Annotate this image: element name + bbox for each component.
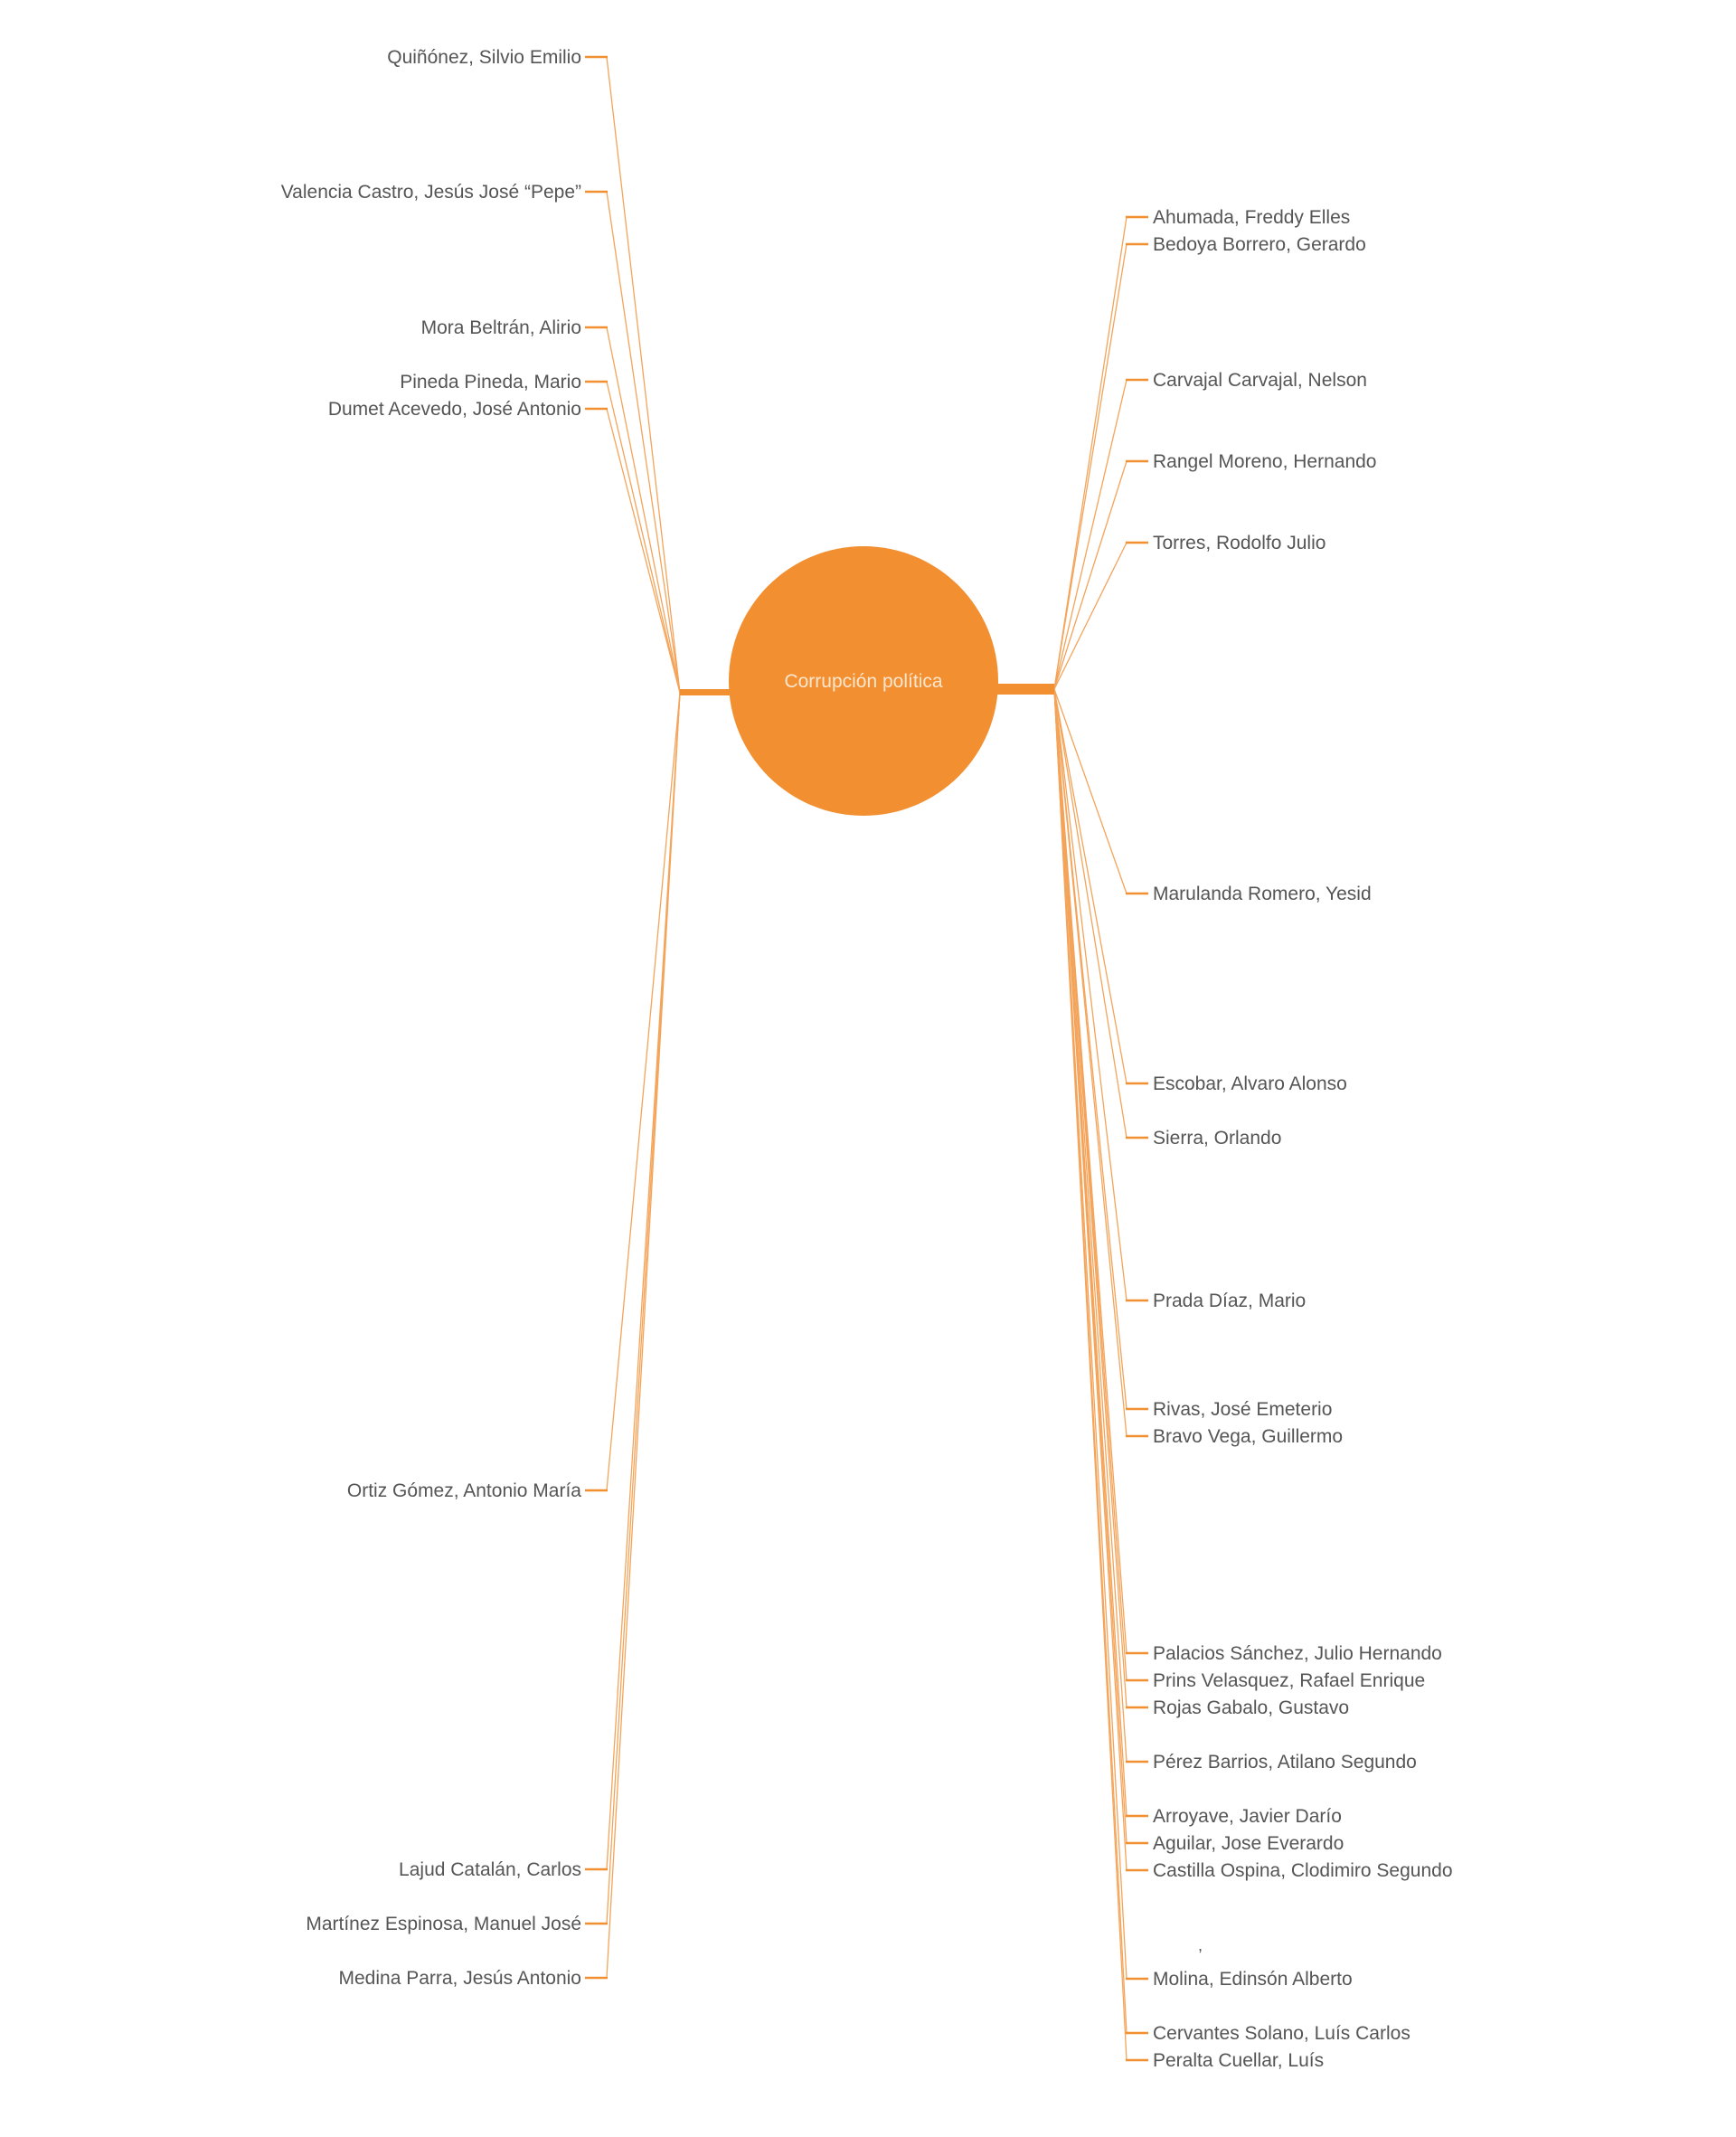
node-right-marulanda-romero-yesid[interactable]: Marulanda Romero, Yesid xyxy=(1153,884,1372,904)
connector-line xyxy=(1053,688,1127,894)
node-left-dumet-acevedo-jose-antonio[interactable]: Dumet Acevedo, José Antonio xyxy=(328,399,581,420)
node-right-prada-diaz-mario[interactable]: Prada Díaz, Mario xyxy=(1153,1291,1306,1311)
connector-line xyxy=(1053,688,1127,1871)
node-left-quinonez-silvio-emilio[interactable]: Quiñónez, Silvio Emilio xyxy=(387,47,581,68)
connector-line xyxy=(606,692,681,1979)
node-right-arroyave-javier-dario[interactable]: Arroyave, Javier Darío xyxy=(1153,1806,1342,1827)
node-right-aguilar-jose-everardo[interactable]: Aguilar, Jose Everardo xyxy=(1153,1833,1344,1854)
connector-line xyxy=(1053,688,1127,1708)
node-right-sierra-orlando[interactable]: Sierra, Orlando xyxy=(1153,1128,1281,1149)
node-right-perez-barrios-atilano-segundo[interactable]: Pérez Barrios, Atilano Segundo xyxy=(1153,1752,1417,1773)
node-right-cervantes-solano-luis-carlos[interactable]: Cervantes Solano, Luís Carlos xyxy=(1153,2023,1410,2044)
node-right-bedoya-borrero-gerardo[interactable]: Bedoya Borrero, Gerardo xyxy=(1153,234,1366,255)
node-right-rivas-jose-emeterio[interactable]: Rivas, José Emeterio xyxy=(1153,1399,1332,1420)
node-right-ahumada-freddy-elles[interactable]: Ahumada, Freddy Elles xyxy=(1153,207,1350,228)
connector-line xyxy=(1053,460,1127,690)
connector-line xyxy=(1053,688,1127,1437)
connector-line xyxy=(1053,216,1127,690)
connector-line xyxy=(1053,542,1127,690)
center-node-circle[interactable] xyxy=(729,546,998,816)
connector-line xyxy=(606,56,681,694)
node-right-torres-rodolfo-julio[interactable]: Torres, Rodolfo Julio xyxy=(1153,533,1326,553)
connector-line xyxy=(606,692,681,1491)
node-left-medina-parra-jesus-antonio[interactable]: Medina Parra, Jesús Antonio xyxy=(339,1968,582,1989)
left-trunk-bar xyxy=(680,689,734,695)
node-left-ortiz-gomez-antonio-maria[interactable]: Ortiz Gómez, Antonio María xyxy=(347,1480,581,1501)
connector-line xyxy=(606,326,681,694)
connector-line xyxy=(1053,688,1127,1301)
node-right-peralta-cuellar-luis[interactable]: Peralta Cuellar, Luís xyxy=(1153,2050,1324,2071)
connector-line xyxy=(606,191,681,694)
node-left-mora-beltran-alirio[interactable]: Mora Beltrán, Alirio xyxy=(421,317,581,338)
node-right-escobar-alvaro-alonso[interactable]: Escobar, Alvaro Alonso xyxy=(1153,1073,1347,1094)
connector-line xyxy=(1053,688,1127,1139)
node-right-prins-velasquez-rafael-enrique[interactable]: Prins Velasquez, Rafael Enrique xyxy=(1153,1670,1425,1691)
connector-line xyxy=(1053,688,1127,1084)
node-right-rangel-moreno-hernando[interactable]: Rangel Moreno, Hernando xyxy=(1153,451,1377,472)
node-left-valencia-castro-jesus-jose-pepe[interactable]: Valencia Castro, Jesús José “Pepe” xyxy=(281,182,581,203)
connector-line xyxy=(1053,379,1127,690)
right-trunk-bar xyxy=(995,684,1054,695)
node-right-bravo-vega-guillermo[interactable]: Bravo Vega, Guillermo xyxy=(1153,1426,1343,1447)
connector-line xyxy=(1053,243,1127,690)
connector-line xyxy=(1053,688,1127,2061)
stray-mark: , xyxy=(1198,1936,1203,1954)
center-node-label: Corrupción política xyxy=(784,671,942,692)
node-left-martinez-espinosa-manuel-jose[interactable]: Martínez Espinosa, Manuel José xyxy=(306,1914,581,1934)
connector-line xyxy=(606,381,681,694)
connector-lines xyxy=(606,56,1127,2061)
node-left-pineda-pineda-mario[interactable]: Pineda Pineda, Mario xyxy=(400,372,581,392)
connector-line xyxy=(606,408,681,694)
node-right-rojas-gabalo-gustavo[interactable]: Rojas Gabalo, Gustavo xyxy=(1153,1697,1349,1718)
node-right-carvajal-carvajal-nelson[interactable]: Carvajal Carvajal, Nelson xyxy=(1153,370,1367,391)
node-left-lajud-catalan-carlos[interactable]: Lajud Catalán, Carlos xyxy=(399,1859,581,1880)
node-stubs xyxy=(585,55,1148,2062)
node-right-palacios-sanchez-julio-hernando[interactable]: Palacios Sánchez, Julio Hernando xyxy=(1153,1643,1442,1664)
node-right-molina-edinson-alberto[interactable]: Molina, Edinsón Alberto xyxy=(1153,1969,1353,1990)
node-right-castilla-ospina-clodimiro-segundo[interactable]: Castilla Ospina, Clodimiro Segundo xyxy=(1153,1860,1453,1881)
